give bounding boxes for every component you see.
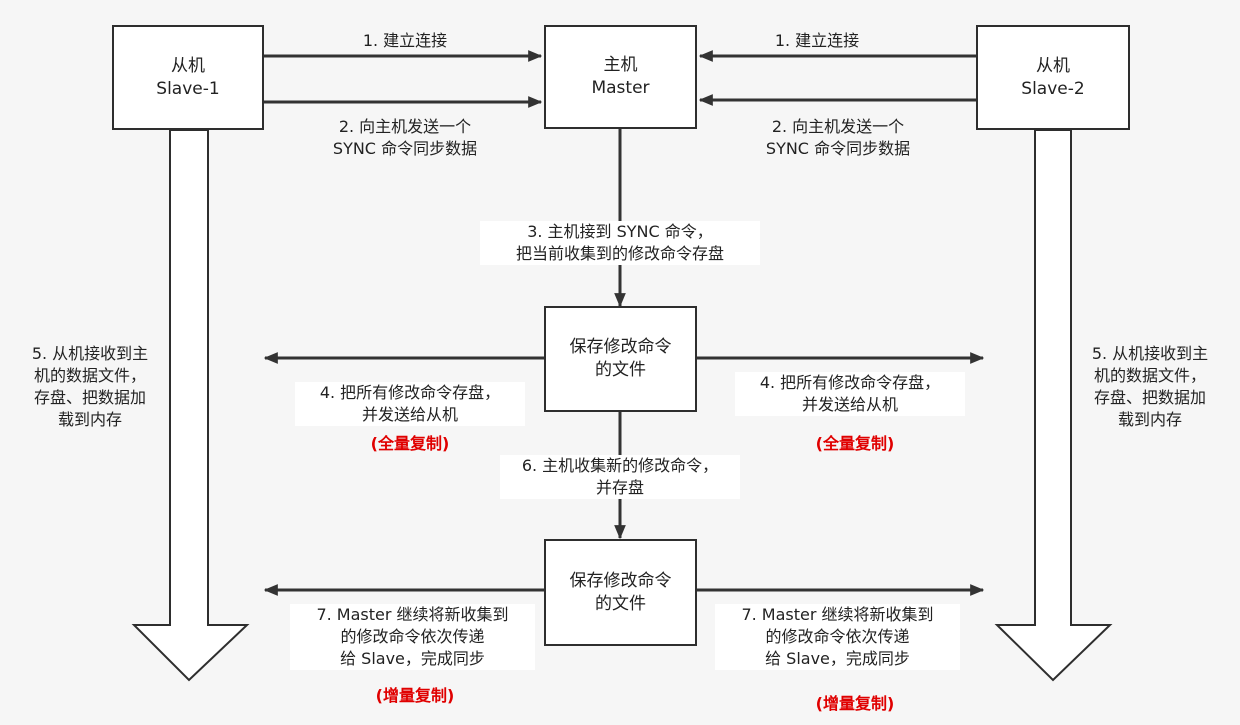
master-title: 主机 <box>603 55 638 75</box>
incr-copy-tag-right: (增量复制) <box>815 694 895 713</box>
step7-label-right: 7. Master 继续将新收集到 的修改命令依次传递 给 Slave，完成同步 <box>715 604 960 670</box>
command-file-1-line2: 的文件 <box>595 360 646 380</box>
step7-label-left: 7. Master 继续将新收集到 的修改命令依次传递 给 Slave，完成同步 <box>290 604 535 670</box>
slave1-name: Slave-1 <box>156 78 220 99</box>
command-file-node-2: 保存修改命令 的文件 <box>544 539 697 646</box>
incr-copy-tag-left: (增量复制) <box>375 686 455 705</box>
step4-label-right: 4. 把所有修改命令存盘， 并发送给从机 <box>735 372 965 416</box>
command-file-2-line1: 保存修改命令 <box>569 570 672 591</box>
sync-label-left: 2. 向主机发送一个 SYNC 命令同步数据 <box>332 117 478 158</box>
slave2-load-arrow <box>994 129 1113 682</box>
step3-label: 3. 主机接到 SYNC 命令， 把当前收集到的修改命令存盘 <box>480 221 760 265</box>
step4-label-left: 4. 把所有修改命令存盘， 并发送给从机 <box>295 382 525 426</box>
connect-label-left: 1. 建立连接 <box>362 31 448 50</box>
step6-label: 6. 主机收集新的修改命令， 并存盘 <box>500 455 740 499</box>
connect-label-right: 1. 建立连接 <box>774 31 860 50</box>
full-copy-tag-left: (全量复制) <box>370 434 450 453</box>
step5-label-right: 5. 从机接收到主 机的数据文件， 存盘、把数据加 载到内存 <box>1091 344 1209 429</box>
slave1-load-arrow <box>131 129 250 682</box>
slave2-node: 从机 Slave-2 <box>976 25 1130 130</box>
step5-label-left: 5. 从机接收到主 机的数据文件， 存盘、把数据加 载到内存 <box>31 344 149 429</box>
command-file-1-line1: 保存修改命令 <box>569 337 672 357</box>
slave1-node: 从机 Slave-1 <box>112 25 264 130</box>
master-node: 主机 Master <box>544 25 697 129</box>
full-copy-tag-right: (全量复制) <box>815 434 895 453</box>
slave1-title: 从机 <box>171 55 205 76</box>
slave2-name: Slave-2 <box>1021 78 1085 99</box>
command-file-node-1: 保存修改命令 的文件 <box>544 306 697 412</box>
slave2-title: 从机 <box>1036 55 1070 76</box>
command-file-2-line2: 的文件 <box>595 593 646 614</box>
sync-label-right: 2. 向主机发送一个 SYNC 命令同步数据 <box>765 117 911 158</box>
master-name: Master <box>591 78 650 98</box>
